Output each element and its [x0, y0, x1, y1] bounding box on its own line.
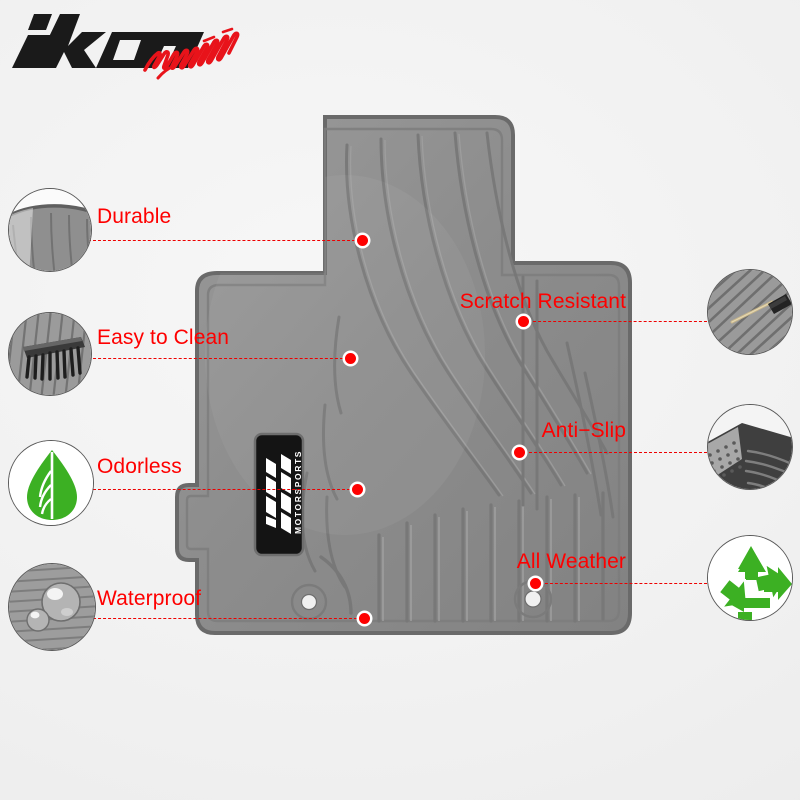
feature-label-durable: Durable: [97, 205, 172, 228]
hotspot-anti-slip[interactable]: [514, 447, 525, 458]
feature-label-odorless: Odorless: [97, 455, 182, 478]
large-droplet: [41, 582, 81, 622]
connector-all-weather: [535, 583, 712, 584]
icon-anti-slip-textured-underside: [707, 404, 793, 490]
icon-scratch-resistant-screwdriver: [707, 269, 793, 355]
tread-lines: [744, 449, 792, 489]
icon-easy-to-clean-brush: [8, 312, 92, 396]
icon-odorless-green-leaf: [8, 440, 94, 526]
connector-anti-slip: [519, 452, 712, 453]
floor-mat-illustration: [175, 105, 655, 675]
hotspot-waterproof[interactable]: [359, 613, 370, 624]
connector-odorless: [88, 489, 355, 490]
hotspot-scratch-resistant[interactable]: [518, 316, 529, 327]
connector-scratch-resistant: [523, 321, 712, 322]
small-droplet: [26, 608, 50, 632]
mat-brand-badge: MOTORSPORTS: [253, 432, 305, 557]
feature-label-anti-slip: Anti−Slip: [541, 419, 626, 442]
hotspot-easy-to-clean[interactable]: [345, 353, 356, 364]
feature-label-easy-to-clean: Easy to Clean: [97, 326, 230, 349]
brush-head: [23, 337, 85, 381]
retention-hole-left: [290, 583, 328, 621]
connector-waterproof: [88, 618, 362, 619]
feature-label-all-weather: All Weather: [516, 550, 626, 573]
icon-all-weather-recycle: [707, 535, 793, 621]
feature-label-scratch-resistant: Scratch Resistant: [459, 290, 626, 313]
mat-inner-lip: [185, 127, 621, 623]
ikon-motorsports-logo-icon: [12, 14, 240, 80]
feature-label-waterproof: Waterproof: [97, 587, 202, 610]
hotspot-durable[interactable]: [357, 235, 368, 246]
connector-easy-to-clean: [88, 358, 348, 359]
mat-badge-subtext: MOTORSPORTS: [293, 450, 303, 534]
screwdriver: [730, 294, 792, 324]
hotspot-odorless[interactable]: [352, 484, 363, 495]
mat-brand-badge-icon: MOTORSPORTS: [253, 432, 305, 557]
connector-durable: [88, 240, 360, 241]
brand-logo: [8, 8, 258, 84]
icon-waterproof-droplets: [8, 563, 96, 651]
icon-durable-mat-edge-closeup: [8, 188, 92, 272]
hotspot-all-weather[interactable]: [530, 578, 541, 589]
floor-mat-shape: [175, 115, 632, 635]
